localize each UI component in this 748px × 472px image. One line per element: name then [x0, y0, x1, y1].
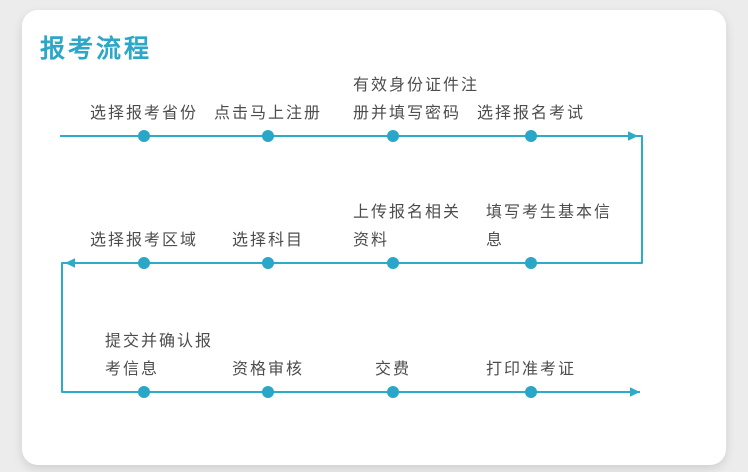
step-dot [525, 130, 537, 142]
flow-row-3: 提交并确认报 考信息 资格审核 交费 打印准考证 [22, 314, 726, 384]
step-dot [262, 386, 274, 398]
step-dot [387, 130, 399, 142]
flow-step-label: 有效身份证件注 册并填写密码 [353, 77, 480, 122]
flow-step-label: 选择报考区域 [89, 232, 199, 249]
card-title: 报考流程 [40, 35, 153, 63]
step-dot [525, 257, 537, 269]
flow-step-label: 打印准考证 [485, 361, 577, 378]
step-dot [387, 386, 399, 398]
registration-flow-card: 报考流程 选择报考省份 点击马上注册 有效身份证件注 册并填写密码 选择报名考试 [22, 10, 726, 465]
step-dot [138, 386, 150, 398]
flowchart-graphic [60, 130, 643, 398]
flow-step-label: 上传报名相关 资料 [353, 204, 462, 249]
arrow-right-icon [628, 131, 638, 141]
arrow-right-icon [630, 387, 640, 397]
step-dot [387, 257, 399, 269]
step-dot [138, 130, 150, 142]
flow-step-label: 交费 [374, 361, 412, 378]
flow-step-label: 提交并确认报 考信息 [105, 333, 214, 378]
flow-row-1: 选择报考省份 点击马上注册 有效身份证件注 册并填写密码 选择报名考试 [22, 58, 726, 128]
arrow-left-icon [65, 258, 75, 268]
step-dot [262, 257, 274, 269]
flow-step-label: 选择报名考试 [476, 105, 586, 122]
flow-step-label: 选择报考省份 [89, 105, 199, 122]
step-dot [525, 386, 537, 398]
step-dot [262, 130, 274, 142]
flow-row-2: 选择报考区域 选择科目 上传报名相关 资料 填写考生基本信 息 [22, 185, 726, 255]
flow-step-label: 选择科目 [231, 232, 305, 249]
flow-step-label: 点击马上注册 [213, 105, 323, 122]
flow-step-label: 资格审核 [231, 361, 305, 378]
flow-step-label: 填写考生基本信 息 [486, 204, 613, 249]
flow-line [60, 135, 643, 393]
step-dot [138, 257, 150, 269]
